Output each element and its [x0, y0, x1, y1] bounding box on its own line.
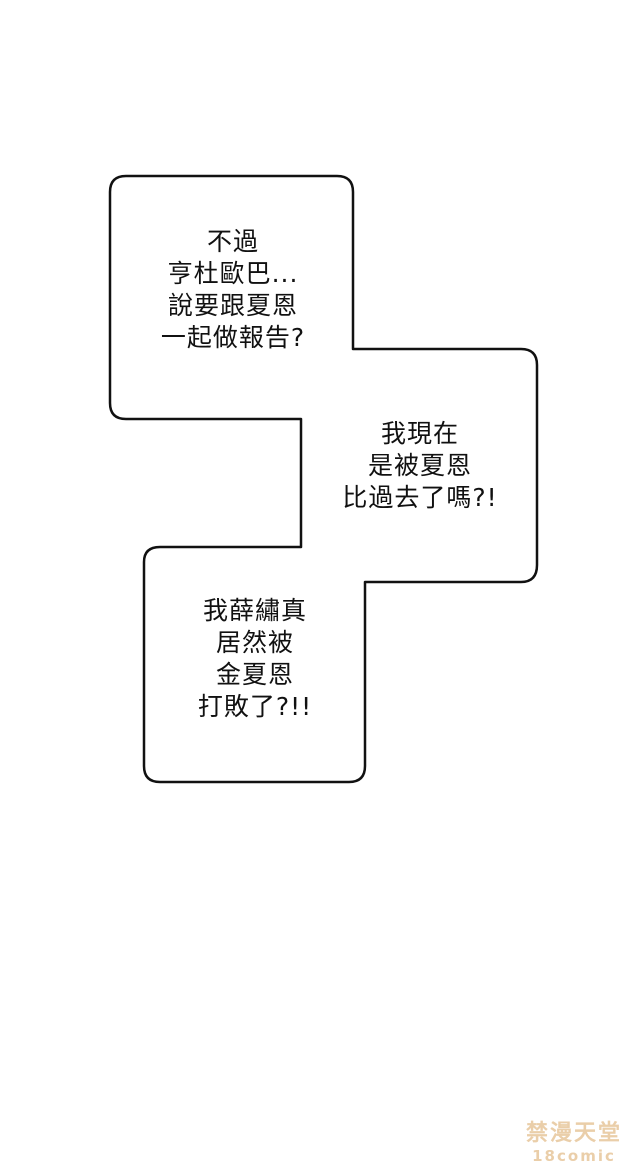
bubble-text-third: 我薛繡真 居然被 金夏恩 打敗了?!! — [150, 595, 360, 723]
text-line: 亨杜歐巴... — [167, 259, 299, 288]
watermark-title: 禁漫天堂 — [525, 1121, 622, 1146]
text-line: 我現在 — [380, 419, 459, 448]
watermark-subtitle: 18comic — [532, 1147, 616, 1165]
text-line: 說要跟夏恩 — [167, 291, 298, 320]
text-line: 打敗了?!! — [197, 692, 313, 721]
text-line: 我薛繡真 — [202, 596, 307, 625]
text-line: 金夏恩 — [215, 660, 294, 689]
text-line: 是被夏恩 — [367, 451, 472, 480]
text-line: 居然被 — [215, 628, 294, 657]
combined-speech-bubble — [108, 174, 539, 784]
site-watermark: 禁漫天堂 18comic — [514, 1121, 634, 1165]
bubble-text-first: 不過 亨杜歐巴... 說要跟夏恩 一起做報告? — [128, 226, 338, 354]
bubble-text-second: 我現在 是被夏恩 比過去了嗎?! — [312, 418, 528, 514]
text-line: 不過 — [206, 227, 259, 256]
text-line: 一起做報告? — [160, 323, 306, 352]
text-line: 比過去了嗎?! — [342, 483, 498, 512]
